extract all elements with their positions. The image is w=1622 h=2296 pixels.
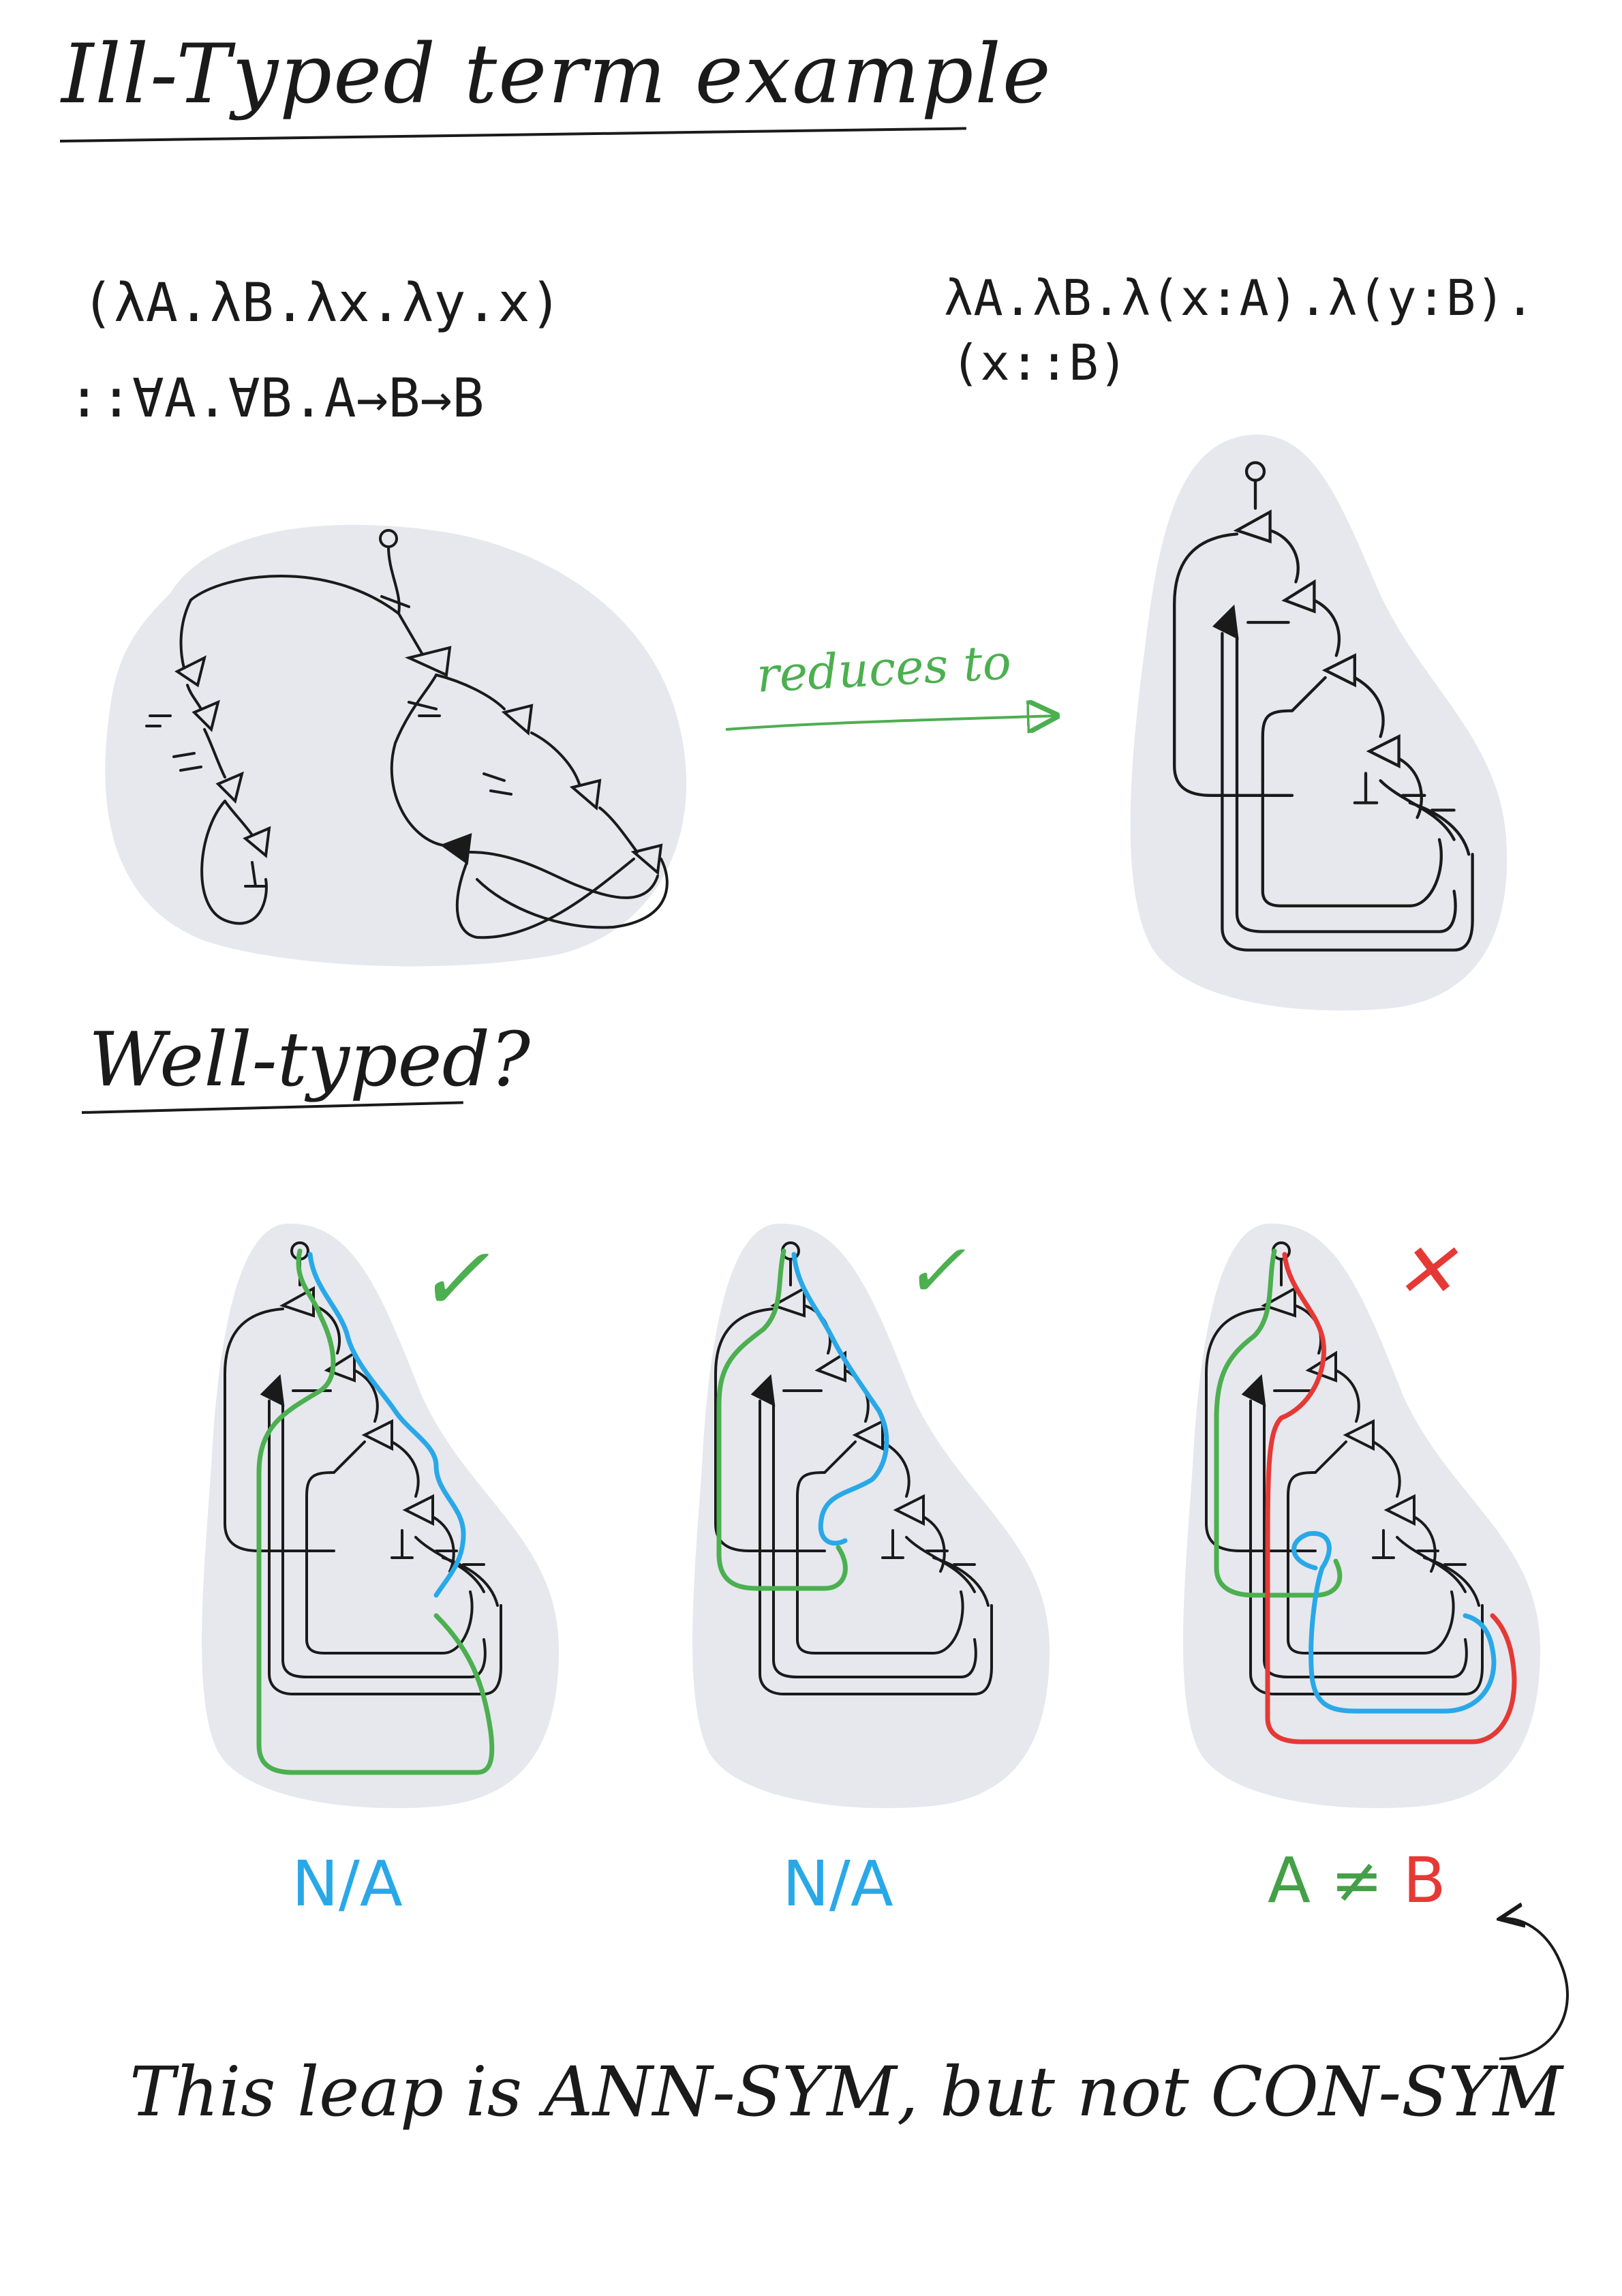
panel-1-label: N/A [292, 1847, 403, 1920]
panel-3-green-path [1214, 1248, 1343, 1598]
panel-1 [202, 1223, 559, 1809]
label-b: B [1403, 1844, 1446, 1917]
panel-3-blue-path [1291, 1530, 1497, 1714]
panel-3-blob [1183, 1223, 1540, 1809]
panel-2-green-path [716, 1248, 848, 1591]
source-term-line1: (λA.λB.λx.λy.x) [82, 273, 562, 334]
check-mark-1: ✓ [416, 1227, 490, 1331]
reduced-term-line1: λA.λB.λ(x:A).λ(y:B). [944, 269, 1535, 327]
footer-note: This leap is ANN-SYM, but not CON-SYM [129, 2052, 1563, 2132]
section-title: Well-typed? [89, 1016, 530, 1103]
panel-2 [692, 1223, 1050, 1809]
page-title: Ill-Typed term example [61, 27, 1052, 122]
footer-arrow [1499, 1918, 1569, 2060]
panel-2-blob [692, 1223, 1050, 1809]
source-net [105, 524, 687, 967]
reduced-blob [1130, 434, 1508, 1011]
panel-1-blue-path [307, 1252, 466, 1598]
label-neq: ≠ [1330, 1844, 1383, 1917]
panel-3-label: A ≠ B [1268, 1844, 1446, 1917]
label-a: A [1268, 1844, 1311, 1917]
reduced-net [1130, 434, 1508, 1011]
reduces-arrow [725, 716, 1056, 729]
panel-2-label: N/A [782, 1847, 893, 1920]
panel-3 [1183, 1223, 1540, 1809]
source-term-type: ::∀A.∀B.A→B→B [68, 368, 485, 429]
panel-3-red-path [1265, 1252, 1517, 1744]
check-mark-2: ✓ [903, 1227, 966, 1314]
panel-2-blue-path [791, 1252, 889, 1546]
reduced-term-line2: (x::B) [951, 334, 1129, 391]
panel-1-green-path [256, 1248, 495, 1775]
cross-mark-3: ✕ [1394, 1227, 1457, 1314]
panel-1-blob [202, 1223, 559, 1809]
